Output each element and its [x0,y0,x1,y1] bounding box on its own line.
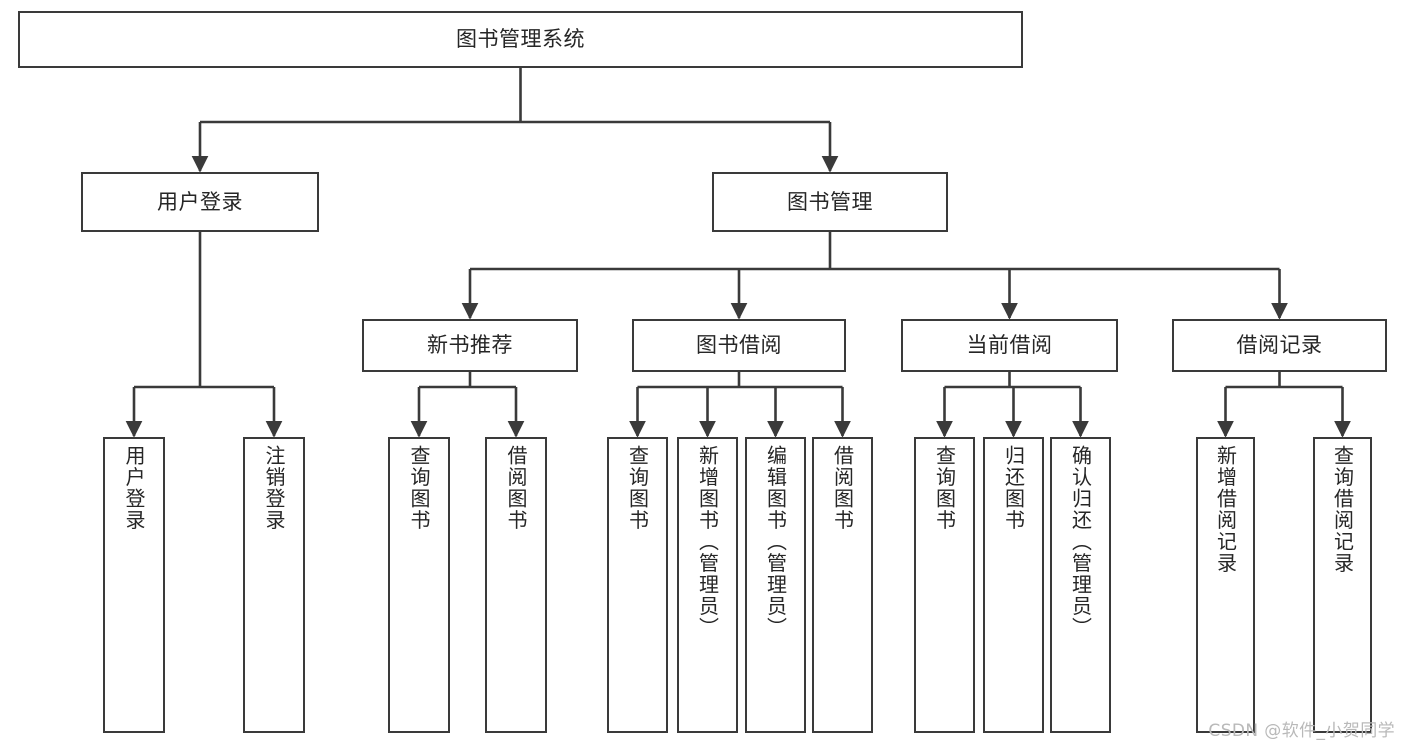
node-label-leaf-borrow-book: 借阅图书 [830,445,855,531]
node-label-borrow-record: 借阅记录 [1236,333,1323,358]
node-leaf-add-book-admin[interactable]: 新增图书（管理员） [677,437,738,733]
edge-trunk-current-borrow [944,372,1081,389]
node-label-leaf-add-borrow-record: 新增借阅记录 [1213,445,1238,574]
node-book-borrow[interactable]: 图书借阅 [632,319,846,372]
node-leaf-confirm-return-admin[interactable]: 确认归还（管理员） [1050,437,1111,733]
node-label-book-manage: 图书管理 [787,189,873,214]
watermark-credit: CSDN @软件_小贺同学 [1208,721,1395,741]
node-current-borrow[interactable]: 当前借阅 [901,319,1118,372]
node-leaf-edit-book-admin[interactable]: 编辑图书（管理员） [745,437,806,733]
node-leaf-query-book-rec[interactable]: 查询图书 [388,437,450,733]
node-leaf-add-borrow-record[interactable]: 新增借阅记录 [1196,437,1255,733]
node-leaf-user-login[interactable]: 用户登录 [103,437,165,733]
node-user-login[interactable]: 用户登录 [81,172,319,232]
node-label-leaf-add-book-admin: 新增图书（管理员） [695,445,720,639]
node-label-new-book-recommend: 新书推荐 [427,333,513,358]
node-label-leaf-query-book-borrow: 查询图书 [625,445,650,531]
node-leaf-borrow-book-rec[interactable]: 借阅图书 [485,437,547,733]
node-leaf-query-book-borrow[interactable]: 查询图书 [607,437,668,733]
node-label-book-borrow: 图书借阅 [696,333,782,358]
node-label-leaf-borrow-book-rec: 借阅图书 [504,445,528,531]
node-leaf-query-borrow-record[interactable]: 查询借阅记录 [1313,437,1372,733]
edge-trunk-book-borrow [637,372,843,389]
node-label-leaf-return-book: 归还图书 [1001,445,1026,531]
node-label-leaf-query-book-rec: 查询图书 [407,445,431,531]
node-label-user-login: 用户登录 [157,189,243,214]
node-label-current-borrow: 当前借阅 [966,333,1053,358]
edge-trunk-root [200,68,830,124]
node-label-leaf-confirm-return-admin: 确认归还（管理员） [1068,445,1093,639]
edge-trunk-user-login [134,232,274,389]
edge-trunk-borrow-record [1225,372,1343,389]
node-label-leaf-query-book-current: 查询图书 [932,445,957,531]
node-leaf-return-book[interactable]: 归还图书 [983,437,1044,733]
node-book-manage[interactable]: 图书管理 [712,172,948,232]
node-label-root: 图书管理系统 [456,27,585,52]
node-label-leaf-user-login: 用户登录 [122,445,146,531]
node-leaf-logout[interactable]: 注销登录 [243,437,305,733]
node-label-leaf-query-borrow-record: 查询借阅记录 [1330,445,1355,574]
edge-trunk-book-manage [470,232,1280,271]
node-borrow-record[interactable]: 借阅记录 [1172,319,1387,372]
node-leaf-borrow-book[interactable]: 借阅图书 [812,437,873,733]
node-new-book-recommend[interactable]: 新书推荐 [362,319,578,372]
node-label-leaf-logout: 注销登录 [262,445,286,531]
node-root[interactable]: 图书管理系统 [18,11,1023,68]
node-label-leaf-edit-book-admin: 编辑图书（管理员） [763,445,788,639]
node-leaf-query-book-current[interactable]: 查询图书 [914,437,975,733]
edge-trunk-new-book-recommend [419,372,516,389]
